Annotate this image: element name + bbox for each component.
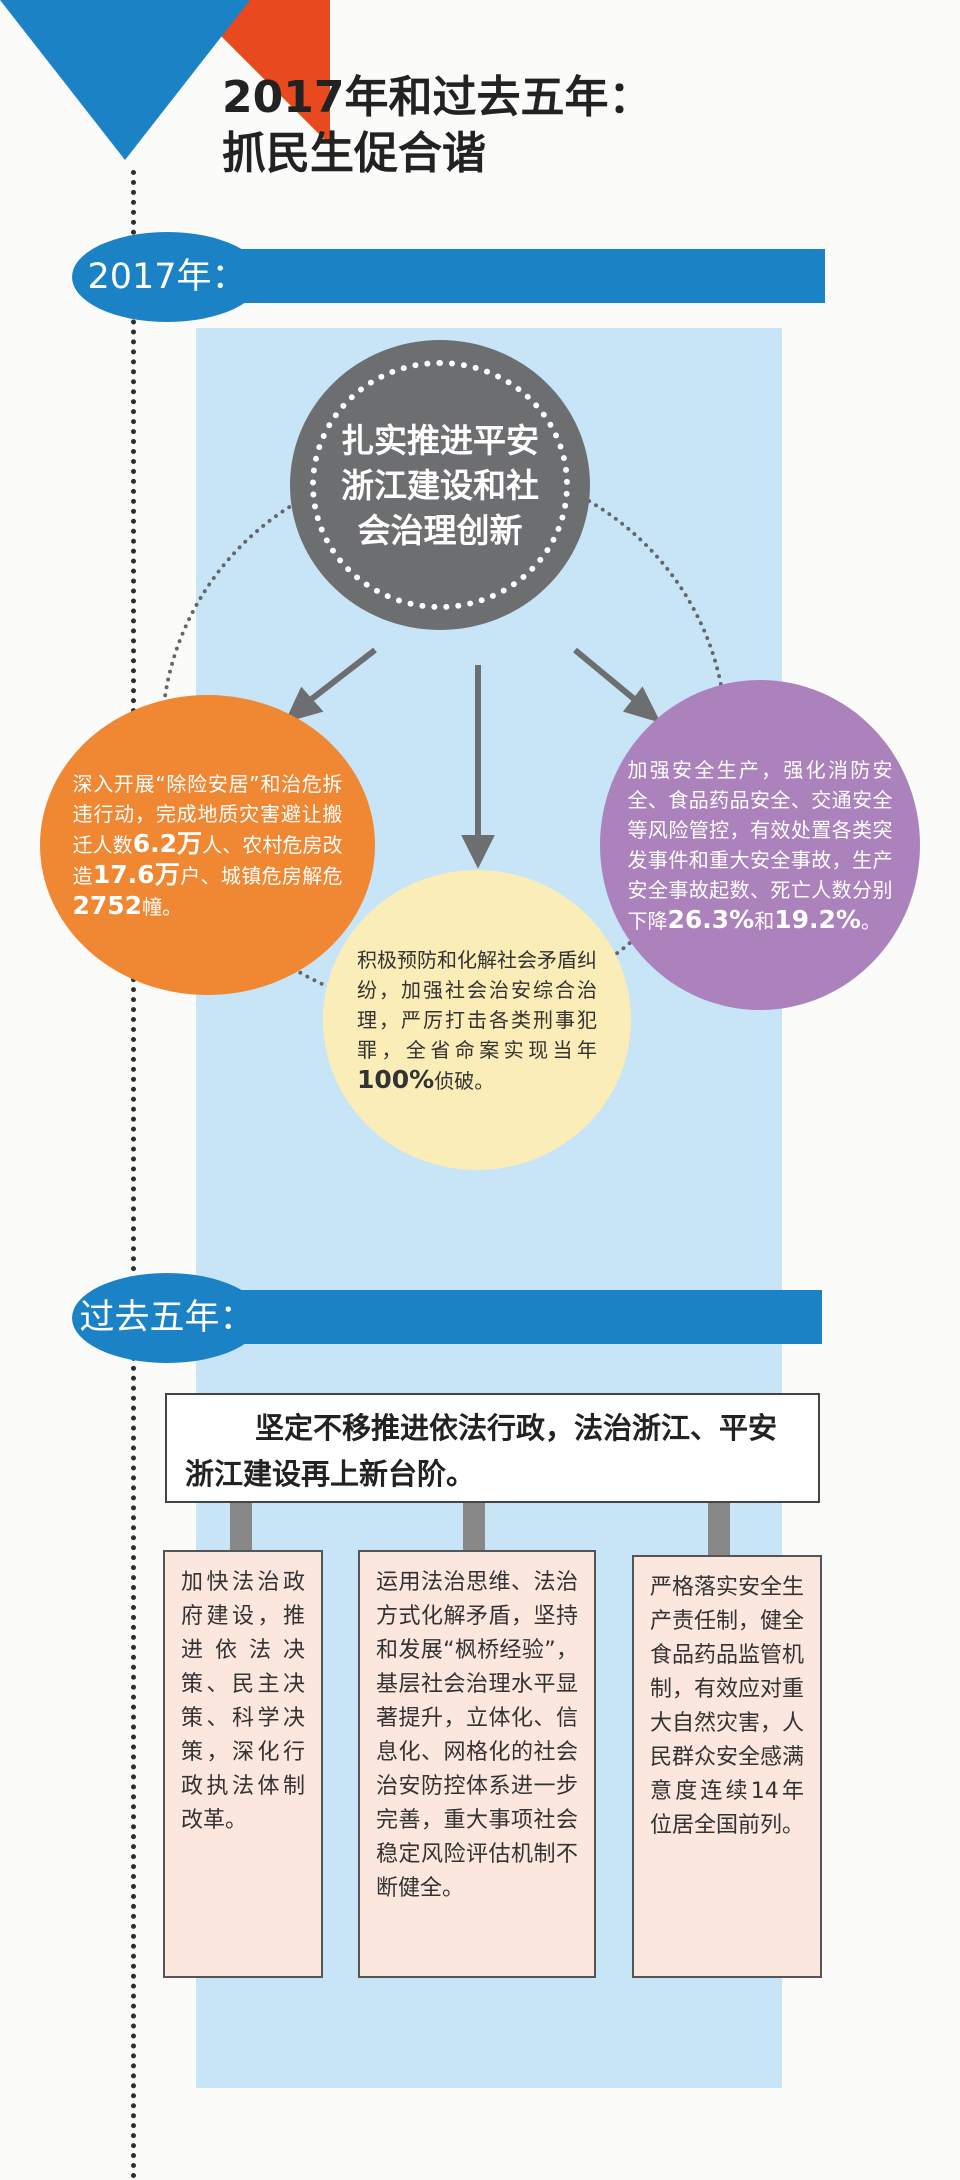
decorative-blue-triangle [0, 0, 250, 160]
stat-relocated-people: 6.2万 [132, 828, 203, 858]
yellow-circle-text: 积极预防和化解社会矛盾纠纷，加强社会治安综合治理，严厉打击各类刑事犯罪，全省命案… [357, 947, 597, 1094]
measure-box-1: 加快法治政府建设，推进依法决策、民主决策、科学决策，深化行政执法体制改革。 [163, 1550, 323, 1978]
five-years-summary-text: 坚定不移推进依法行政，法治浙江、平安浙江建设再上新台阶。 [185, 1411, 778, 1491]
section-5years-label: 过去五年： [79, 1298, 255, 1338]
stat-deaths-down: 19.2% [774, 904, 861, 934]
page-title: 2017年和过去五年： 抓民生促合谐 [222, 70, 652, 182]
measure-box-2: 运用法治思维、法治方式化解矛盾，坚持和发展“枫桥经验”，基层社会治理水平显著提升… [358, 1550, 596, 1978]
purple-circle: 加强安全生产，强化消防安全、食品药品安全、交通安全等风险管控，有效处置各类突发事… [600, 680, 920, 1010]
section-2017-badge: 2017年： [72, 232, 262, 322]
arrow-down-head [461, 835, 495, 869]
title-line-1: 2017年和过去五年： [222, 72, 653, 123]
yellow-circle: 积极预防和化解社会矛盾纠纷，加强社会治安综合治理，严厉打击各类刑事犯罪，全省命案… [323, 870, 631, 1170]
center-topic-circle: 扎实推进平安浙江建设和社会治理创新 [290, 340, 590, 630]
measure-box-2-text: 运用法治思维、法治方式化解矛盾，坚持和发展“枫桥经验”，基层社会治理水平显著提升… [376, 1570, 578, 1901]
stat-rural-houses: 17.6万 [92, 859, 181, 889]
connector-stem-2 [463, 1503, 485, 1563]
stat-urban-buildings: 2752 [72, 890, 143, 920]
center-dotted-ring [310, 360, 570, 610]
connector-arrows [284, 647, 661, 869]
connector-stem-1 [230, 1503, 252, 1563]
purple-circle-text: 加强安全生产，强化消防安全、食品药品安全、交通安全等风险管控，有效处置各类突发事… [627, 757, 893, 934]
arrow-left-head [284, 686, 324, 723]
orange-circle-text: 深入开展“除险安居”和治危拆违行动，完成地质灾害避让搬迁人数6.2万人、农村危房… [72, 771, 343, 920]
measure-box-3: 严格落实安全生产责任制，健全食品药品监管机制，有效应对重大自然灾害，人民群众安全… [632, 1555, 822, 1978]
title-line-2: 抓民生促合谐 [222, 128, 486, 179]
measure-box-1-text: 加快法治政府建设，推进依法决策、民主决策、科学决策，深化行政执法体制改革。 [181, 1570, 305, 1833]
section-5years-badge: 过去五年： [72, 1273, 262, 1363]
center-topic-text: 扎实推进平安浙江建设和社会治理创新 [341, 420, 539, 550]
arrow-left [298, 647, 377, 711]
orange-circle: 深入开展“除险安居”和治危拆违行动，完成地质灾害避让搬迁人数6.2万人、农村危房… [40, 695, 375, 995]
stat-homicide-solved: 100% [357, 1064, 435, 1094]
stat-accidents-down: 26.3% [667, 904, 755, 934]
five-years-summary-box: 坚定不移推进依法行政，法治浙江、平安浙江建设再上新台阶。 [165, 1393, 820, 1503]
section-2017-label: 2017年： [87, 257, 247, 297]
timeline-dotted-line [131, 170, 136, 2180]
measure-box-3-text: 严格落实安全生产责任制，健全食品药品监管机制，有效应对重大自然灾害，人民群众安全… [650, 1575, 805, 1838]
arrow-right-head [622, 686, 661, 723]
connector-stem-3 [708, 1503, 730, 1563]
